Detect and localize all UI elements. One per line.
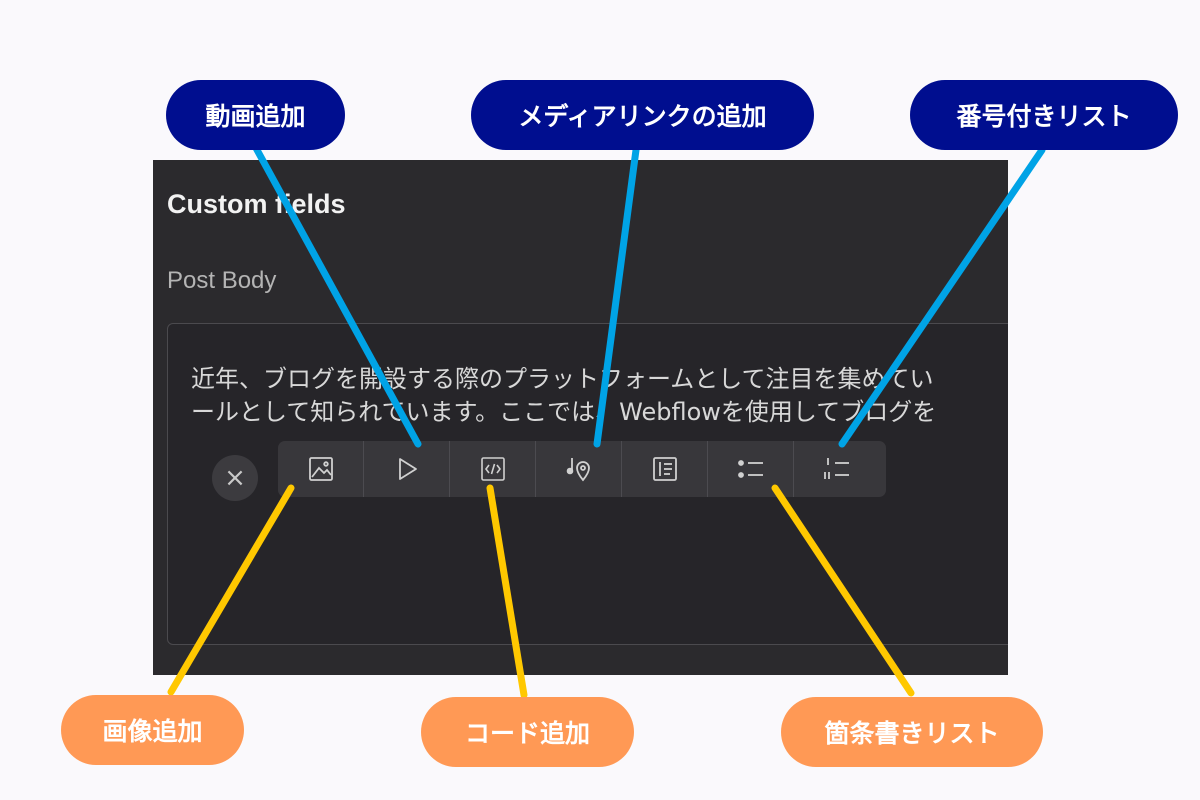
media-link-icon (566, 458, 590, 482)
callout-video: 動画追加 (166, 80, 345, 150)
insert-toolbar (278, 441, 886, 497)
editor-text-line[interactable]: 近年、ブログを開設する際のプラットフォームとして注目を集めてい (191, 365, 934, 393)
callout-image: 画像追加 (61, 695, 244, 765)
play-icon (398, 458, 417, 480)
close-toolbar-button[interactable]: × (212, 455, 258, 501)
editor-text-line[interactable]: ールとして知られています。ここでは、Webflowを使用してブログを (191, 398, 937, 426)
add-video-button[interactable] (364, 441, 450, 497)
callout-numbered-list: 番号付きリスト (910, 80, 1178, 150)
callout-line-video (252, 144, 422, 448)
bulleted-list-icon (737, 460, 763, 478)
callout-line-code (486, 484, 528, 699)
numbered-list-button[interactable] (794, 441, 880, 497)
code-icon (480, 457, 505, 481)
rich-content-icon (652, 457, 677, 481)
numbered-list-icon (824, 458, 849, 479)
callout-line-numbered-list (838, 146, 1046, 448)
callout-line-image (167, 484, 295, 696)
post-body-label: Post Body (167, 267, 277, 294)
custom-fields-panel: Custom fields Post Body 近年、ブログを開設する際のプラッ… (153, 160, 1008, 675)
callout-code: コード追加 (421, 697, 634, 767)
callout-bulleted-list: 箇条書きリスト (781, 697, 1043, 767)
panel-title: Custom fields (167, 189, 346, 219)
add-code-button[interactable] (450, 441, 536, 497)
callout-line-media-link (593, 146, 640, 448)
add-rich-content-button[interactable] (622, 441, 708, 497)
bulleted-list-button[interactable] (708, 441, 794, 497)
image-icon (308, 457, 333, 481)
callout-media-link: メディアリンクの追加 (471, 80, 814, 150)
callout-line-bulleted-list (771, 484, 915, 697)
add-image-button[interactable] (278, 441, 364, 497)
add-media-link-button[interactable] (536, 441, 622, 497)
